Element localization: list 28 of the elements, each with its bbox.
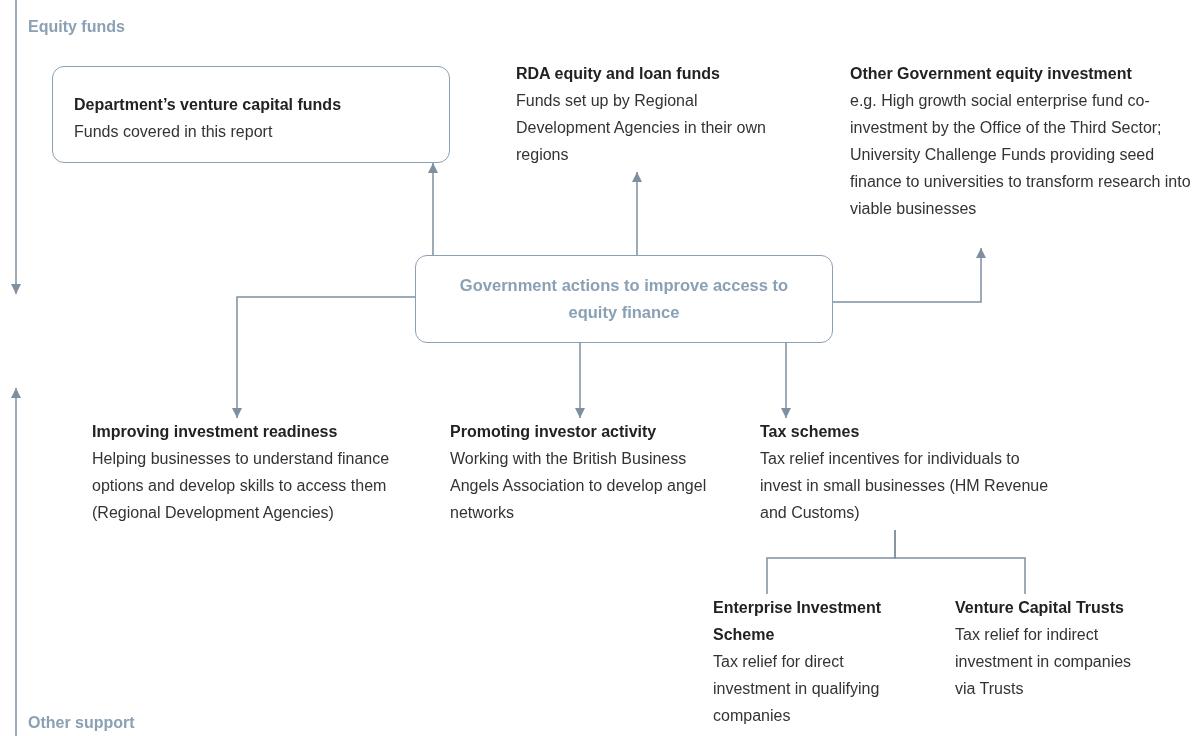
arrow [781, 342, 791, 419]
node-heading: Department’s venture capital funds [74, 95, 343, 115]
rounded-box [415, 255, 833, 343]
arrow [832, 247, 986, 303]
node-description: Funds set up by Regional Development Agencies in their own regions [516, 91, 767, 165]
node-heading: Promoting investor activity [450, 422, 658, 442]
arrow [232, 296, 416, 419]
node-heading: Enterprise Investment Scheme [713, 598, 883, 645]
hub-text: Government actions to improve access to equity finance [458, 275, 790, 323]
arrow [428, 162, 438, 256]
node-heading: Improving investment readiness [92, 422, 339, 442]
node-description: Tax relief for direct investment in qualifying companies [713, 652, 881, 726]
node-description: Tax relief for indirect investment in companies via Trusts [955, 625, 1133, 699]
connector-line [894, 529, 1026, 595]
node-heading: Venture Capital Trusts [955, 598, 1125, 618]
node-description: e.g. High growth social enterprise fund co-investment by the Office of the Third Sector; University Challenge Funds providing seed finance to universities to transform research into viable businesses [850, 91, 1192, 219]
node-description: Funds covered in this report [74, 122, 274, 142]
arrow [575, 342, 585, 419]
node-heading: Other Government equity investment [850, 64, 1133, 84]
node-heading: RDA equity and loan funds [516, 64, 721, 84]
node-heading: Tax schemes [760, 422, 861, 442]
rounded-box [52, 66, 450, 163]
arrow [632, 171, 642, 256]
node-description: Helping businesses to understand finance options and develop skills to access them (Regional Development Agencies) [92, 449, 391, 523]
node-description: Tax relief incentives for individuals to invest in small businesses (HM Revenue and Customs) [760, 449, 1050, 523]
node-description: Working with the British Business Angels Association to develop angel networks [450, 449, 708, 523]
axis-label: Equity funds [28, 18, 125, 36]
axis-label: Other support [28, 714, 135, 732]
